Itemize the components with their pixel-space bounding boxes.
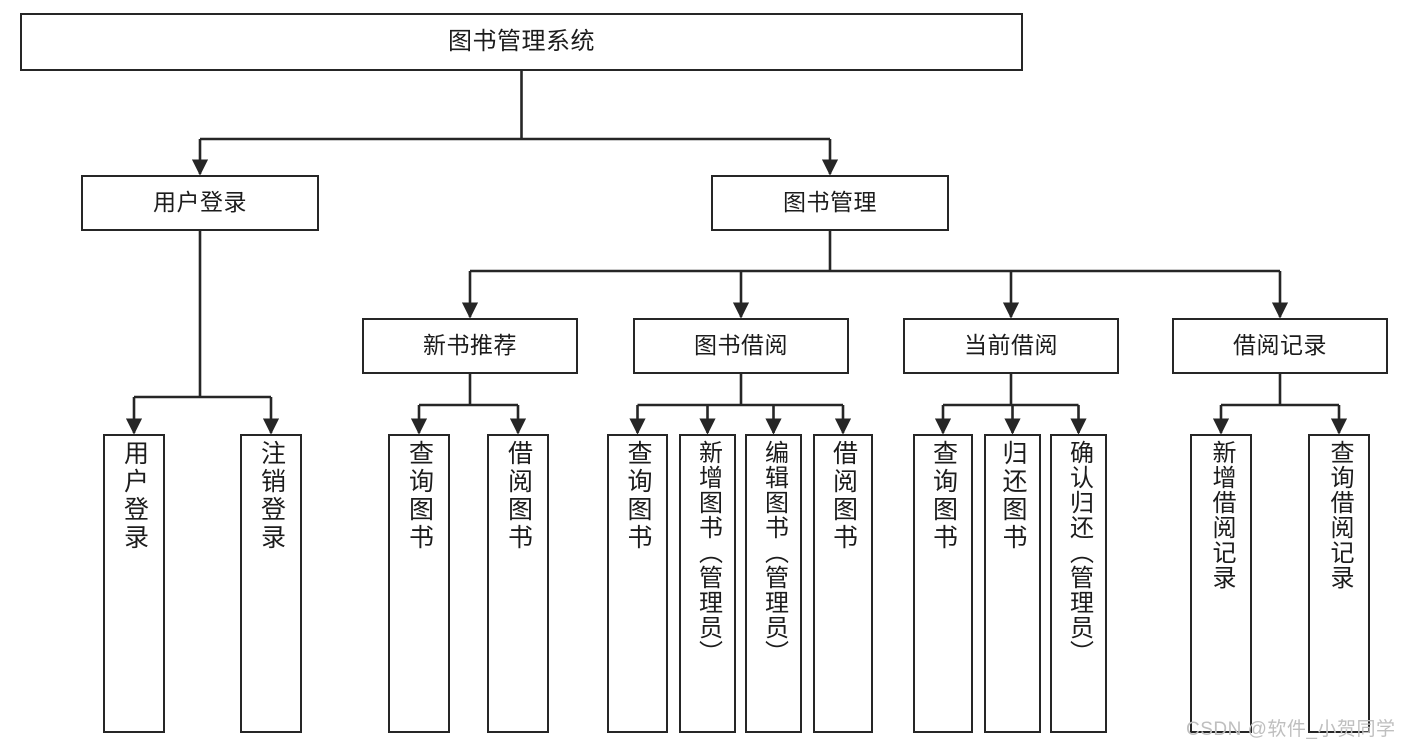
node-current[interactable]: 当前借阅 [903,318,1119,374]
node-leaf-cu-query[interactable]: 查询图书 [913,434,973,733]
node-label: 新增图书（管理员） [694,440,722,665]
node-label: 借阅图书 [829,440,858,552]
node-label: 当前借阅 [964,332,1058,359]
node-leaf-user-logout[interactable]: 注销登录 [240,434,302,733]
node-label: 借阅图书 [504,440,533,552]
node-label: 编辑图书（管理员） [760,440,788,665]
node-label: 查询图书 [624,440,652,552]
node-label: 归还图书 [999,440,1027,552]
node-label: 查询图书 [929,440,958,552]
node-label: 新增借阅记录 [1208,440,1235,590]
node-bookmgmt[interactable]: 图书管理 [711,175,949,231]
node-label: 用户登录 [120,440,149,552]
node-label: 注销登录 [257,440,286,552]
node-root[interactable]: 图书管理系统 [20,13,1023,71]
node-records[interactable]: 借阅记录 [1172,318,1388,374]
node-label: 图书借阅 [694,332,788,359]
node-newbook[interactable]: 新书推荐 [362,318,578,374]
node-label: 新书推荐 [423,332,517,359]
node-leaf-bo-add[interactable]: 新增图书（管理员） [679,434,736,733]
node-label: 查询借阅记录 [1326,440,1353,590]
node-label: 图书管理 [783,189,877,216]
node-leaf-cu-return[interactable]: 归还图书 [984,434,1041,733]
node-borrow[interactable]: 图书借阅 [633,318,849,374]
node-leaf-bo-query[interactable]: 查询图书 [607,434,668,733]
node-leaf-nb-query[interactable]: 查询图书 [388,434,450,733]
node-leaf-bo-borrow[interactable]: 借阅图书 [813,434,873,733]
node-leaf-cu-confirm[interactable]: 确认归还（管理员） [1050,434,1107,733]
node-leaf-re-query[interactable]: 查询借阅记录 [1308,434,1370,733]
csdn-watermark: CSDN @软件_小贺同学 [1186,719,1396,740]
node-label: 查询图书 [405,440,434,552]
node-label: 图书管理系统 [448,27,595,55]
node-label: 借阅记录 [1233,332,1327,359]
node-login[interactable]: 用户登录 [81,175,319,231]
node-leaf-user-login[interactable]: 用户登录 [103,434,165,733]
node-label: 用户登录 [153,189,247,216]
node-label: 确认归还（管理员） [1065,440,1093,665]
node-leaf-re-add[interactable]: 新增借阅记录 [1190,434,1252,733]
node-leaf-bo-edit[interactable]: 编辑图书（管理员） [745,434,802,733]
node-leaf-nb-borrow[interactable]: 借阅图书 [487,434,549,733]
